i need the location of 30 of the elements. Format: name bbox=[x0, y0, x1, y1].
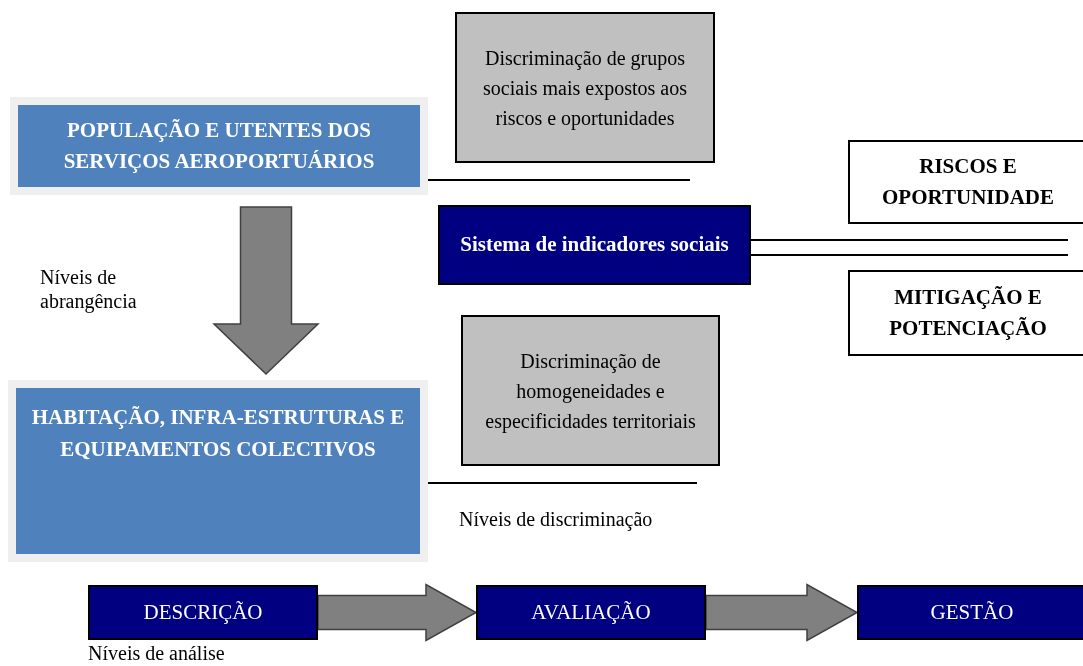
framed-box bbox=[8, 380, 428, 562]
process-box bbox=[438, 205, 751, 285]
connector-line bbox=[427, 179, 691, 181]
process-box bbox=[848, 270, 1083, 356]
node-text: MITIGAÇÃO E POTENCIAÇÃO bbox=[888, 283, 1048, 342]
annotation-text: Níveis de abrangência bbox=[40, 265, 138, 313]
node-text: HABITAÇÃO, INFRA-ESTRUTURAS E EQUIPAMENTOS COLECTIVOS bbox=[30, 404, 406, 463]
node-text: RISCOS E OPORTUNIDADE bbox=[881, 152, 1055, 211]
note-box bbox=[461, 315, 720, 466]
note-box bbox=[455, 12, 715, 163]
block-arrow bbox=[705, 583, 859, 642]
node-text: Discriminação de grupos sociais mais expostos aos riscos e oportunidades bbox=[482, 45, 688, 132]
block-arrow bbox=[317, 583, 478, 642]
annotation-text: Níveis de análise bbox=[88, 641, 225, 665]
node-text: DESCRIÇÃO bbox=[143, 598, 263, 626]
node-text: POPULAÇÃO E UTENTES DOS SERVIÇOS AEROPORTUÁRIOS bbox=[62, 116, 376, 175]
process-box bbox=[848, 140, 1083, 224]
process-box bbox=[88, 585, 318, 640]
framed-box bbox=[10, 97, 428, 195]
annotation-text: Níveis de discriminação bbox=[459, 507, 653, 531]
connector-line bbox=[427, 482, 698, 484]
node-text: GESTÃO bbox=[930, 598, 1014, 626]
node-text: Sistema de indicadores sociais bbox=[460, 231, 729, 259]
process-box bbox=[476, 585, 706, 640]
node-text: Discriminação de homogeneidades e especificidades territoriais bbox=[484, 348, 697, 435]
block-arrow bbox=[212, 206, 320, 376]
node-text: AVALIAÇÃO bbox=[531, 598, 651, 626]
connector-line bbox=[750, 239, 1069, 241]
process-box bbox=[857, 585, 1083, 640]
connector-line bbox=[750, 254, 1069, 256]
